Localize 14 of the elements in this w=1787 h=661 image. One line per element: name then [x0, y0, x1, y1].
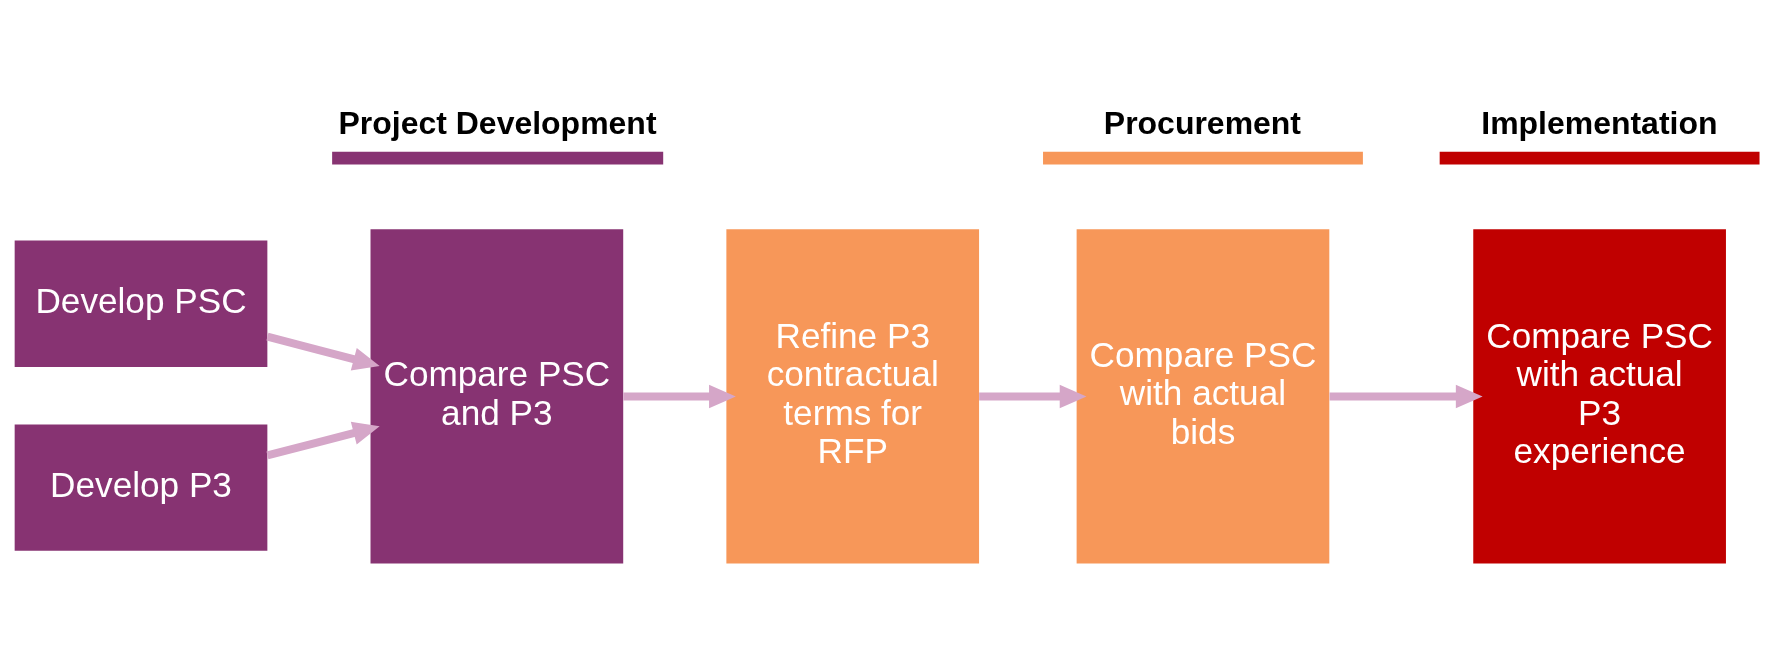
- arrow: [1329, 384, 1483, 409]
- node-box: Compare PSC with actual bids: [1076, 229, 1330, 564]
- arrow: [266, 421, 380, 460]
- node-box: Compare PSC with actual P3 experience: [1473, 229, 1726, 564]
- label: Project Development: [338, 105, 657, 142]
- node-box: Refine P3 contractual terms for RFP: [726, 229, 980, 564]
- node-box: Develop P3: [14, 424, 268, 551]
- label: Implementation: [1481, 105, 1718, 142]
- arrow: [979, 384, 1087, 409]
- arrow: [623, 384, 736, 409]
- label: Procurement: [1103, 105, 1302, 142]
- arrow: [266, 332, 380, 371]
- node-box: Develop PSC: [14, 240, 268, 367]
- node-box: Compare PSC and P3: [370, 229, 624, 564]
